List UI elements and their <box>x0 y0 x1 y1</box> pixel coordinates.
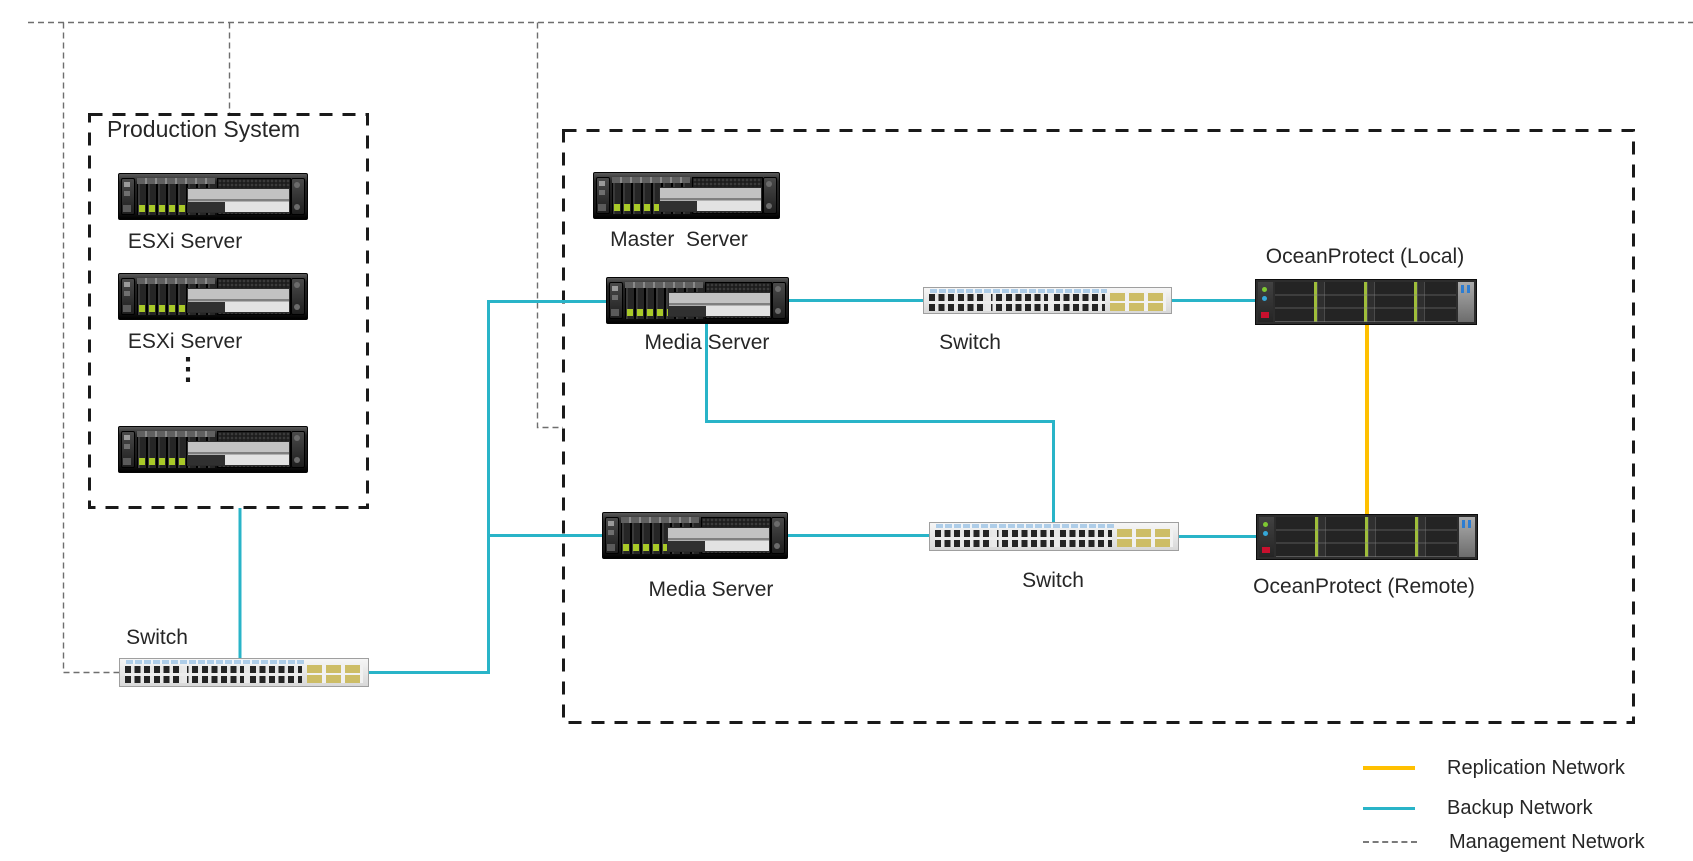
esxi-server-2-label: ESXi Server <box>127 330 243 353</box>
storage-control-panel <box>1258 282 1273 322</box>
backup-network-line <box>705 323 1055 522</box>
storage-array-icon <box>1256 514 1478 560</box>
server-right-ear <box>763 177 777 214</box>
switch-ports <box>935 529 1112 547</box>
management-network-line <box>536 22 563 429</box>
server-left-ear <box>605 517 619 554</box>
legend-label: Backup Network <box>1447 796 1593 819</box>
oceanprotect-local-label: OceanProtect (Local) <box>1265 245 1465 268</box>
legend-item-management: Management Network <box>1363 831 1645 853</box>
media-server-1-label: Media Server <box>644 331 770 354</box>
server-panel <box>187 288 290 313</box>
storage-array-icon <box>1255 279 1477 325</box>
server-left-ear <box>121 278 135 315</box>
switch-ports <box>125 665 302 683</box>
server-right-ear <box>291 278 305 315</box>
network-switch-icon <box>119 658 369 687</box>
media-server-2-label: Media Server <box>648 578 774 601</box>
backup-switch-1-label: Switch <box>939 331 1001 354</box>
server-right-ear <box>772 282 786 319</box>
storage-drive-grid <box>1275 282 1456 322</box>
rack-server-icon <box>118 173 308 220</box>
oceanprotect-remote-label: OceanProtect (Remote) <box>1253 575 1475 598</box>
server-right-ear <box>291 178 305 215</box>
production-system-box <box>88 113 369 509</box>
server-left-ear <box>121 431 135 468</box>
server-left-ear <box>596 177 610 214</box>
storage-control-panel <box>1259 517 1274 557</box>
switch-led-strip <box>126 660 304 664</box>
rack-server-icon <box>118 426 308 473</box>
storage-io-panel <box>1459 517 1475 557</box>
switch-uplink-ports <box>307 664 363 683</box>
rack-server-icon <box>593 172 780 219</box>
backup-network-line <box>369 300 606 674</box>
backup-line-swatch-icon <box>1363 806 1415 810</box>
server-drive-bays <box>612 177 690 214</box>
production-system-title: Production System <box>107 116 301 142</box>
more-servers-ellipsis: ⋮ <box>173 353 203 386</box>
switch-uplink-ports <box>1110 292 1166 311</box>
server-panel <box>659 187 762 212</box>
legend-label: Replication Network <box>1447 756 1625 779</box>
storage-io-panel <box>1458 282 1474 322</box>
server-drive-bays <box>621 517 699 554</box>
master-server-label: Master Server <box>610 228 748 251</box>
esxi-server-1-label: ESXi Server <box>127 230 243 253</box>
server-panel <box>187 188 290 213</box>
server-panel <box>187 441 290 466</box>
switch-uplink-ports <box>1117 528 1173 547</box>
legend-item-replication: Replication Network <box>1363 757 1625 779</box>
legend-item-backup: Backup Network <box>1363 797 1593 819</box>
network-switch-icon <box>929 522 1179 551</box>
rack-server-icon <box>118 273 308 320</box>
production-switch-label: Switch <box>126 626 188 649</box>
switch-led-strip <box>930 289 1107 293</box>
rack-server-icon <box>602 512 788 559</box>
backup-switch-2-label: Switch <box>1022 569 1084 592</box>
rack-server-icon <box>606 277 789 324</box>
backup-system-box <box>562 129 1635 724</box>
switch-ports <box>929 293 1105 311</box>
server-left-ear <box>609 282 623 319</box>
replication-line-swatch-icon <box>1363 766 1415 770</box>
server-right-ear <box>291 431 305 468</box>
server-left-ear <box>121 178 135 215</box>
management-line-swatch-icon <box>1363 841 1417 843</box>
server-panel <box>667 527 770 552</box>
server-right-ear <box>771 517 785 554</box>
storage-drive-grid <box>1276 517 1457 557</box>
network-switch-icon <box>923 287 1172 314</box>
management-network-line <box>62 22 119 674</box>
server-panel <box>668 292 771 317</box>
switch-led-strip <box>936 524 1114 528</box>
legend-label: Management Network <box>1449 830 1645 853</box>
